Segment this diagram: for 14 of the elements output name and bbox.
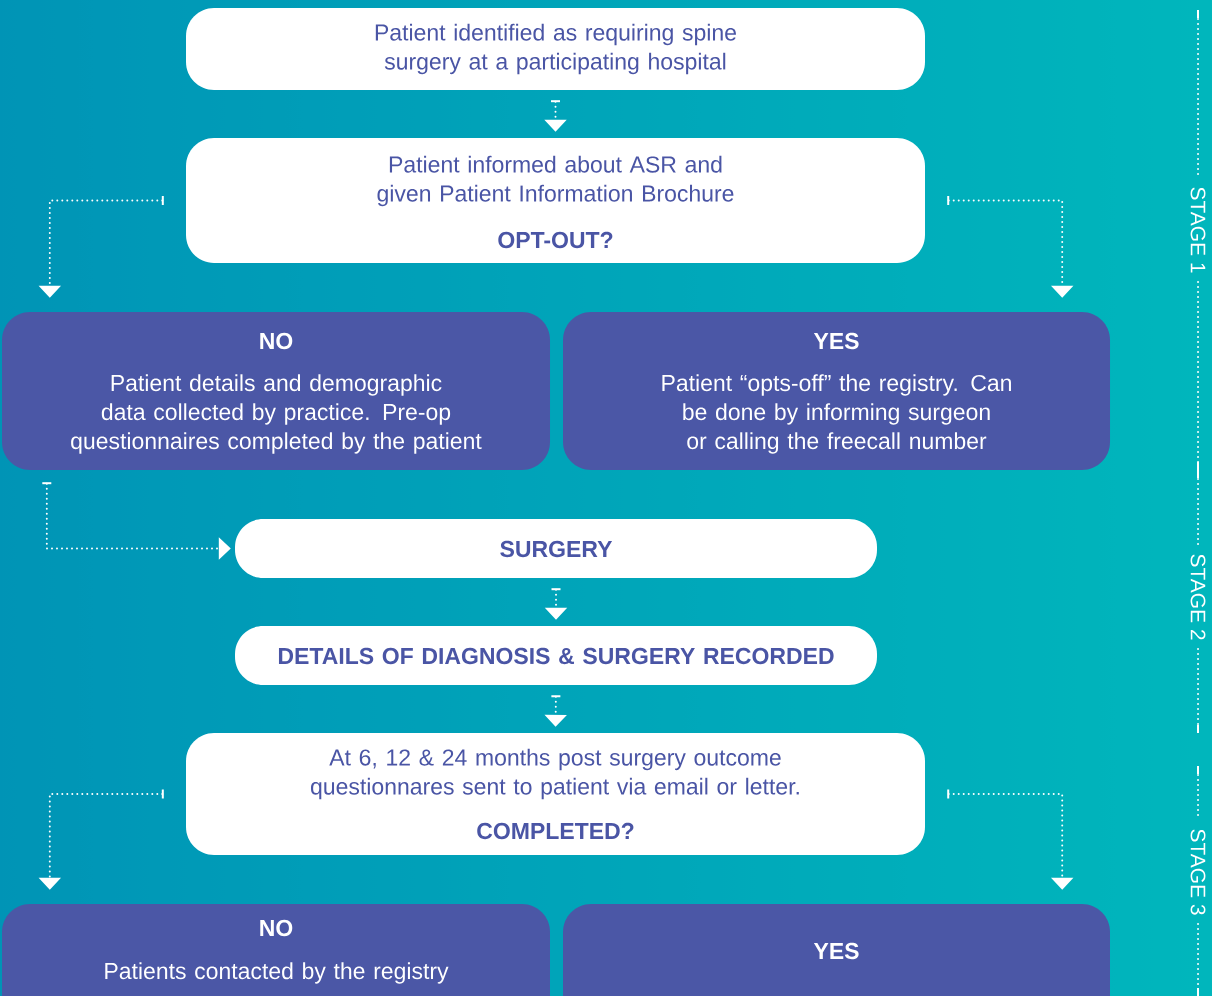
process-box: DETAILS OF DIAGNOSIS & SURGERY RECORDED — [235, 626, 877, 685]
stage-label: STAGE 3 — [1190, 829, 1206, 915]
stage-label: STAGE 2 — [1190, 554, 1206, 640]
outcome-box: NO Patient details and demographic data collected by practice. Pre-op questionnaires completed by the patient — [2, 312, 550, 470]
outcome-box: YES Patient “opts-off” the registry. Can be done by informing surgeon or calling the freecall number — [563, 312, 1110, 470]
process-box: Patient informed about ASR and given Patient Information Brochure OPT-OUT? — [186, 138, 925, 263]
outcome-box: NO Patients contacted by the registry — [2, 904, 550, 996]
process-box: Patient identified as requiring spine surgery at a participating hospital — [186, 8, 925, 90]
arrow — [947, 788, 1074, 890]
arrow — [947, 195, 1074, 298]
stage-label: STAGE 1 — [1190, 187, 1206, 273]
outcome-box: YES — [563, 904, 1110, 996]
process-box: At 6, 12 & 24 months post surgery outcome questionnares sent to patient via email or letter. COMPLETED? — [186, 733, 925, 855]
process-box: SURGERY — [235, 519, 877, 578]
